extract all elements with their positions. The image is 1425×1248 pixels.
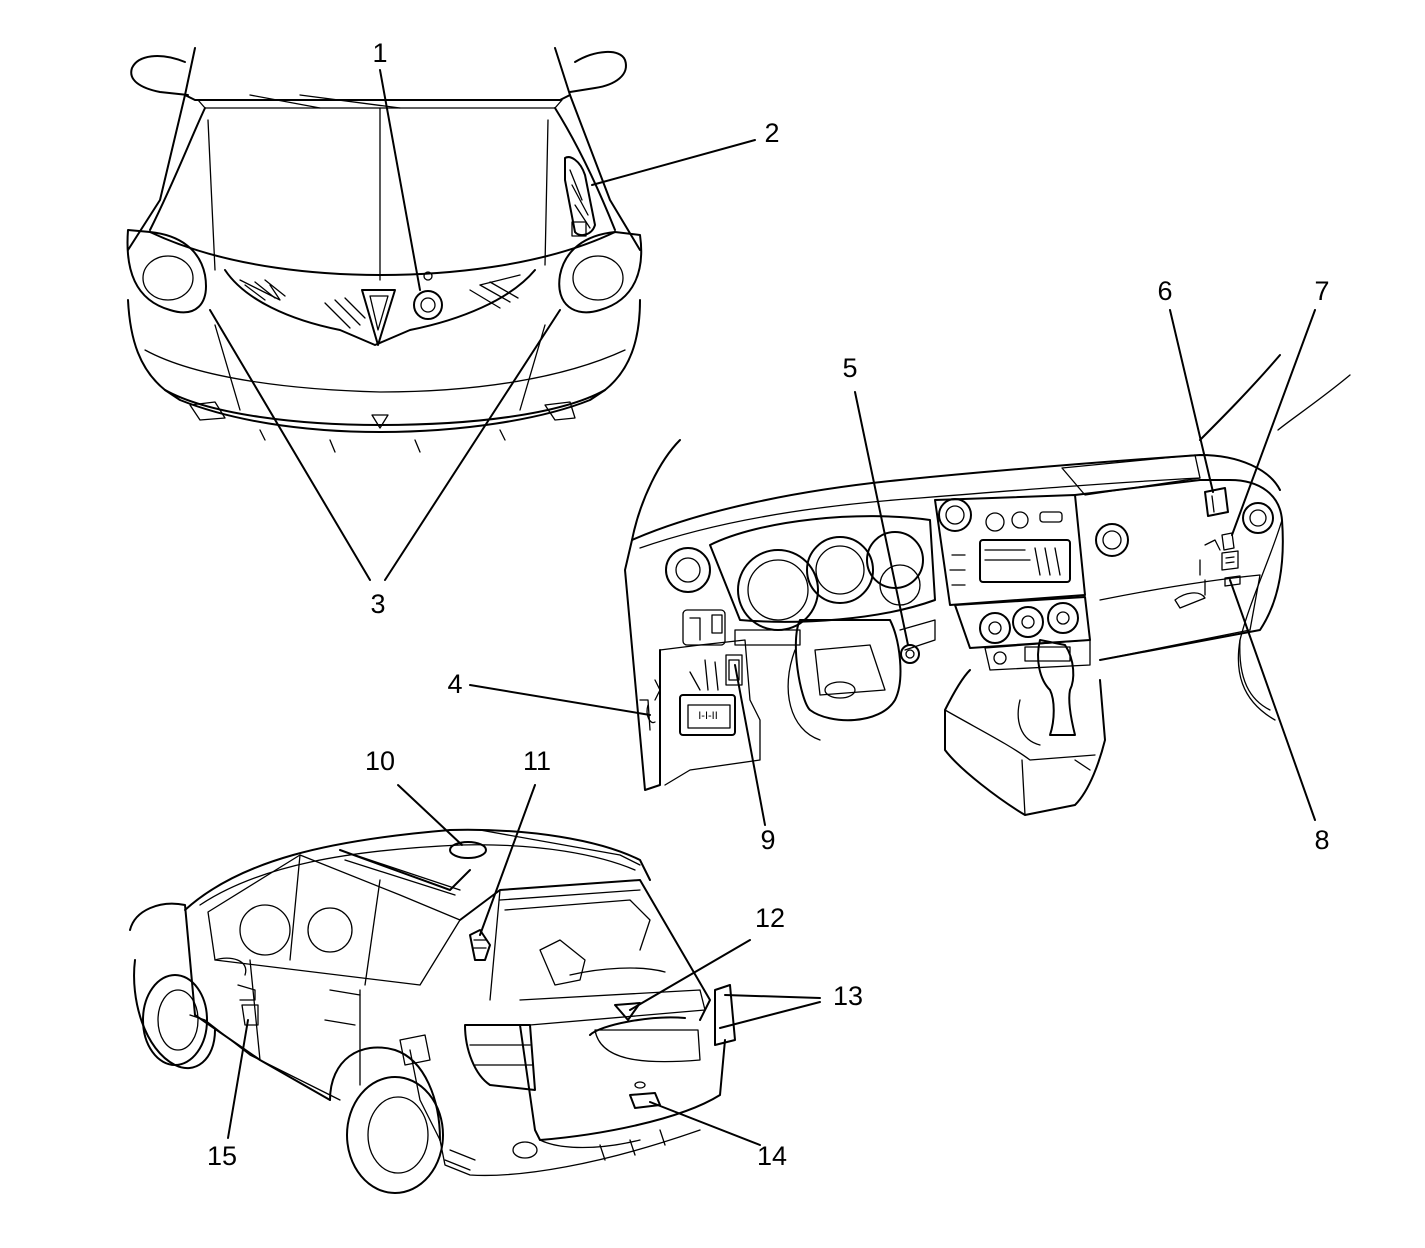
leader-line-13a	[724, 994, 821, 999]
instrument-panel-view: I-I-II	[624, 354, 1351, 816]
leader-line-9	[734, 664, 766, 826]
leader-line-14	[649, 1101, 761, 1146]
leader-line-4	[469, 684, 651, 716]
callout-13: 13	[833, 981, 863, 1011]
leader-line-15	[227, 1019, 249, 1139]
callout-1: 1	[372, 38, 387, 68]
callout-3: 3	[370, 589, 385, 619]
callout-14: 14	[757, 1141, 787, 1171]
leader-line-12	[629, 939, 751, 1011]
callout-12: 12	[755, 903, 785, 933]
leader-line-6	[1169, 309, 1214, 493]
fuse-label-glyph: I-I-II	[698, 710, 718, 722]
vehicle-rear-view	[129, 828, 736, 1194]
leader-line-3b	[384, 309, 561, 581]
callout-6: 6	[1157, 276, 1172, 306]
leader-line-5	[854, 391, 909, 646]
callout-labels: 1 2 3 4 5 6 7 8 9 10 11 12 13 14 15	[207, 38, 1330, 1171]
callout-15: 15	[207, 1141, 237, 1171]
callout-9: 9	[760, 825, 775, 855]
callout-7: 7	[1314, 276, 1329, 306]
callout-5: 5	[842, 353, 857, 383]
vehicle-front-view	[126, 47, 643, 453]
leader-line-11	[479, 784, 536, 936]
callout-10: 10	[365, 746, 395, 776]
leader-line-3a	[209, 309, 371, 581]
grille-mesh	[244, 279, 519, 329]
leader-line-2	[591, 139, 756, 186]
leader-line-8	[1229, 579, 1316, 821]
callout-11: 11	[523, 746, 551, 776]
callout-8: 8	[1314, 825, 1329, 855]
callout-4: 4	[447, 669, 462, 699]
callout-2: 2	[764, 118, 779, 148]
leader-line-13b	[719, 1001, 821, 1029]
leader-lines	[209, 69, 1316, 1146]
leader-line-7	[1231, 309, 1316, 536]
leader-line-1	[379, 69, 421, 291]
leader-line-10	[397, 784, 463, 846]
